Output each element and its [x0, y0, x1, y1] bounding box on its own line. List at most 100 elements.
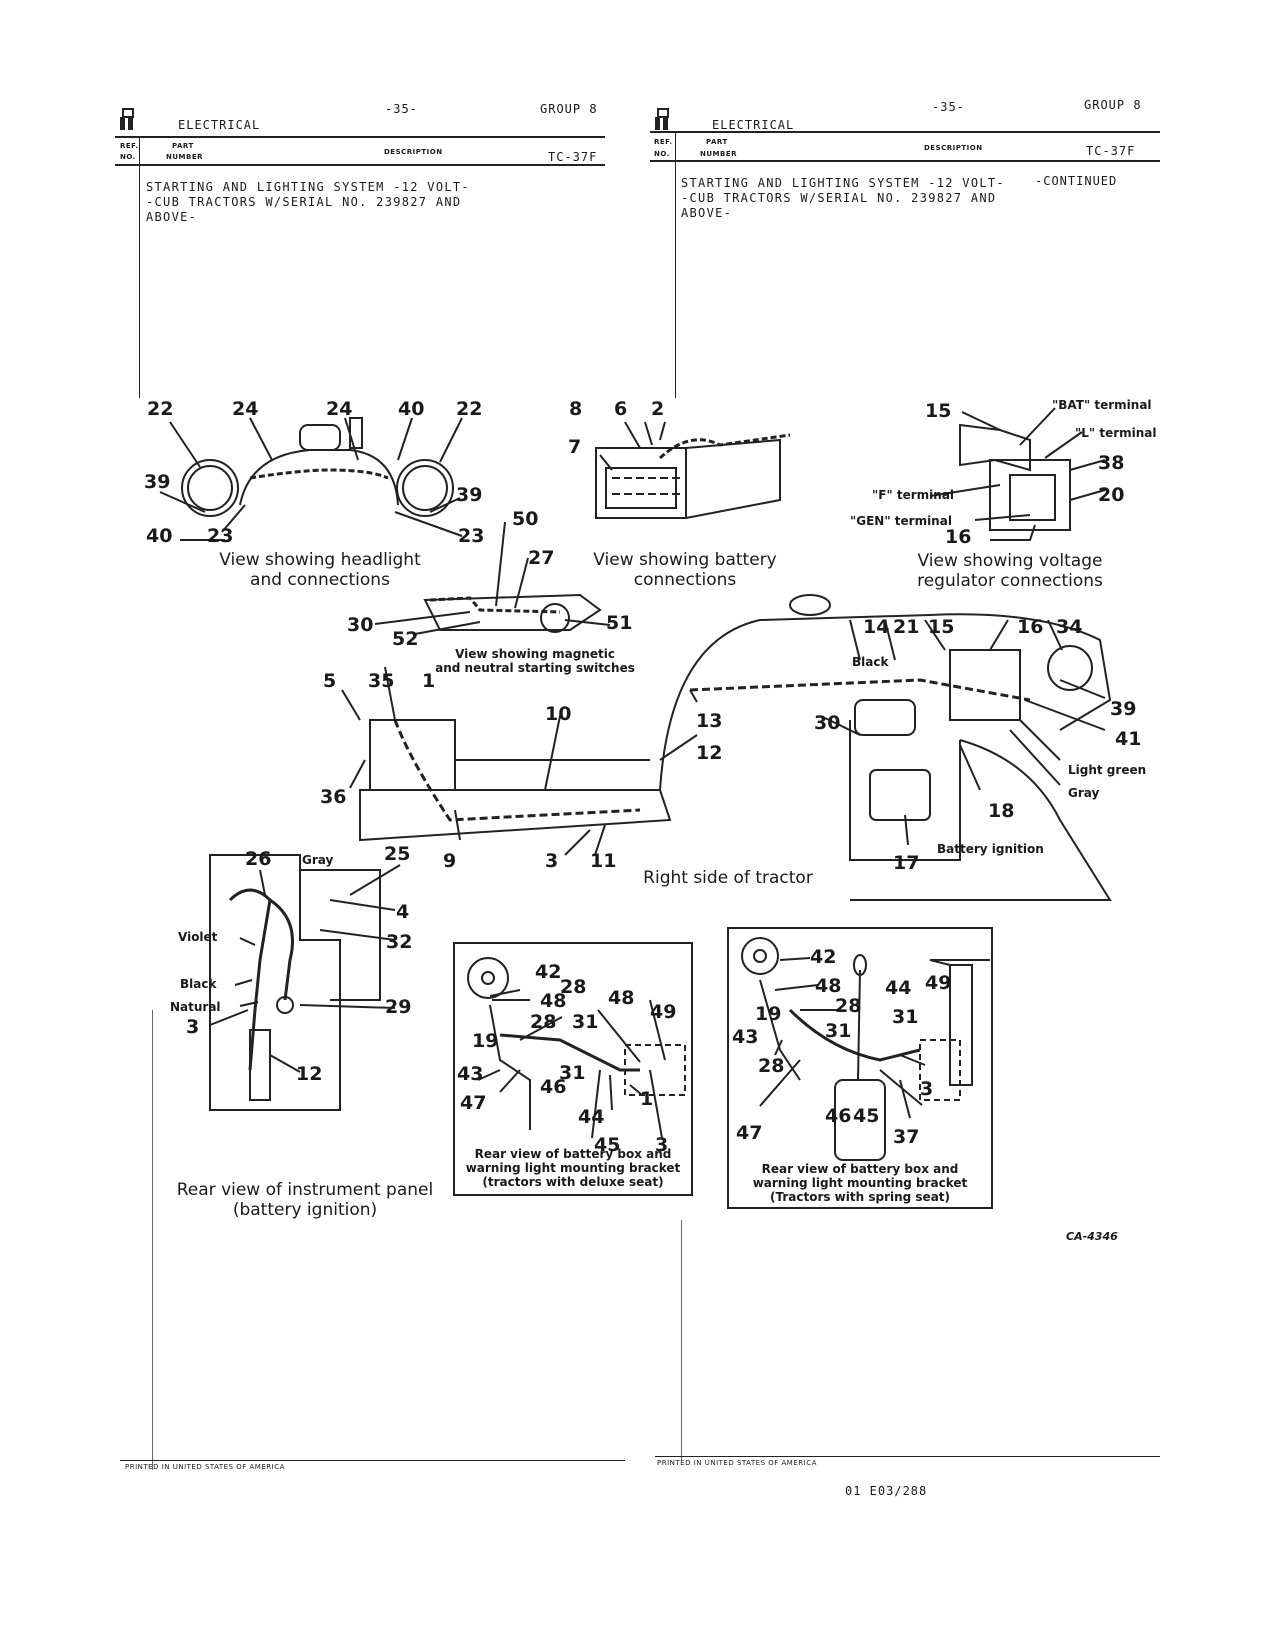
callout-number: 12 — [696, 742, 723, 764]
wire-light-green-label: Light green — [1068, 763, 1147, 777]
callout-number: 22 — [456, 398, 483, 420]
callout-number: 30 — [347, 614, 374, 636]
caption-deluxe-seat: Rear view of battery box and warning lig… — [465, 1147, 681, 1189]
bat-terminal-label: "BAT" terminal — [1052, 398, 1152, 412]
callout-number: 44 — [578, 1106, 605, 1128]
callout-number: 40 — [146, 525, 173, 547]
col-no: NO. — [654, 150, 670, 158]
col-part: PART — [172, 142, 194, 150]
callout-number: 46 — [540, 1076, 567, 1098]
callout-number: 28 — [560, 976, 587, 998]
col-description: DESCRIPTION — [924, 144, 983, 152]
callout-number: 36 — [320, 786, 347, 808]
callout-number: 16 — [945, 526, 972, 548]
callout-number: 15 — [928, 616, 955, 638]
callout-number: 15 — [925, 400, 952, 422]
callout-number: 16 — [1017, 616, 1044, 638]
callout-number: 4 — [396, 901, 410, 923]
section-title: ELECTRICAL — [178, 118, 261, 132]
callout-number: 6 — [614, 398, 628, 420]
col-ref: REF. — [654, 138, 673, 146]
gen-terminal-label: "GEN" terminal — [850, 514, 952, 528]
callout-number: 20 — [1098, 484, 1125, 506]
f-terminal-label: "F" terminal — [872, 488, 955, 502]
callout-number: 35 — [368, 670, 395, 692]
callout-number: 48 — [608, 987, 635, 1009]
callout-number: 22 — [147, 398, 174, 420]
group-label: GROUP 8 — [540, 102, 598, 116]
caption-switches: View showing magnetic and neutral starti… — [435, 647, 635, 675]
callout-number: 45 — [594, 1134, 621, 1156]
wire-violet-label: Violet — [178, 930, 218, 944]
callout-number: 19 — [755, 1003, 782, 1025]
callout-number: 1 — [422, 670, 436, 692]
section-title: ELECTRICAL — [712, 118, 795, 132]
callout-number: 30 — [814, 712, 841, 734]
column-rule — [115, 164, 605, 166]
callout-number: 3 — [920, 1078, 934, 1100]
callout-number: 47 — [460, 1092, 487, 1114]
caption-headlight: View showing headlight and connections — [219, 550, 421, 590]
callout-number: 8 — [569, 398, 583, 420]
l-terminal-label: "L" terminal — [1075, 426, 1157, 440]
ih-logo-left — [120, 108, 134, 130]
group-label: GROUP 8 — [1084, 98, 1142, 112]
callout-number: 27 — [528, 547, 555, 569]
column-divider — [139, 138, 140, 398]
callout-number: 28 — [530, 1011, 557, 1033]
page-number: -35- — [932, 100, 965, 114]
wire-natural-label: Natural — [170, 1000, 221, 1014]
callout-number: 31 — [825, 1020, 852, 1042]
wire-gray-label: Gray — [302, 853, 334, 867]
col-number: NUMBER — [166, 153, 204, 161]
figure-code: CA-4346 — [1066, 1230, 1118, 1243]
callout-number: 2 — [651, 398, 665, 420]
footer-rule — [120, 1460, 625, 1461]
callout-number: 39 — [1110, 698, 1137, 720]
callout-number: 29 — [385, 996, 412, 1018]
callout-number: 49 — [925, 972, 952, 994]
callout-number: 13 — [696, 710, 723, 732]
col-no: NO. — [120, 153, 136, 161]
callout-number: 3 — [545, 850, 559, 872]
callout-number: 46 — [825, 1105, 852, 1127]
battery-ignition-label: Battery ignition — [937, 842, 1044, 856]
callout-number: 51 — [606, 612, 633, 634]
page-number: -35- — [385, 102, 418, 116]
callout-number: 25 — [384, 843, 411, 865]
callout-number: 45 — [853, 1105, 880, 1127]
callout-number: 23 — [458, 525, 485, 547]
callout-number: 37 — [893, 1126, 920, 1148]
header-rule — [650, 131, 1160, 133]
callout-number: 17 — [893, 852, 920, 874]
catalog-code: TC-37F — [548, 150, 598, 164]
col-part: PART — [706, 138, 728, 146]
callout-number: 48 — [540, 990, 567, 1012]
callout-number: 50 — [512, 508, 539, 530]
col-number: NUMBER — [700, 150, 738, 158]
callout-number: 19 — [472, 1030, 499, 1052]
callout-number: 10 — [545, 703, 572, 725]
callout-number: 1 — [640, 1088, 654, 1110]
callout-number: 31 — [559, 1062, 586, 1084]
callout-number: 28 — [835, 995, 862, 1017]
column-divider-lower — [152, 1010, 153, 1470]
callout-number: 9 — [443, 850, 457, 872]
callout-number: 14 — [863, 616, 890, 638]
footer-text: PRINTED IN UNITED STATES OF AMERICA — [657, 1459, 817, 1467]
callout-number: 39 — [456, 484, 483, 506]
callout-number: 32 — [386, 931, 413, 953]
caption-battery: View showing battery connections — [593, 550, 777, 590]
callout-number: 5 — [323, 670, 337, 692]
callout-number: 18 — [988, 800, 1015, 822]
callout-number: 48 — [815, 975, 842, 997]
callout-number: 12 — [296, 1063, 323, 1085]
callout-number: 34 — [1056, 616, 1083, 638]
ih-logo-right — [655, 108, 669, 130]
callout-number: 49 — [650, 1001, 677, 1023]
callout-number: 24 — [232, 398, 259, 420]
caption-instrument-panel: Rear view of instrument panel (battery i… — [176, 1180, 434, 1220]
callout-number: 24 — [326, 398, 353, 420]
footer-rule — [655, 1456, 1160, 1457]
description-text: STARTING AND LIGHTING SYSTEM -12 VOLT- -… — [146, 180, 470, 224]
